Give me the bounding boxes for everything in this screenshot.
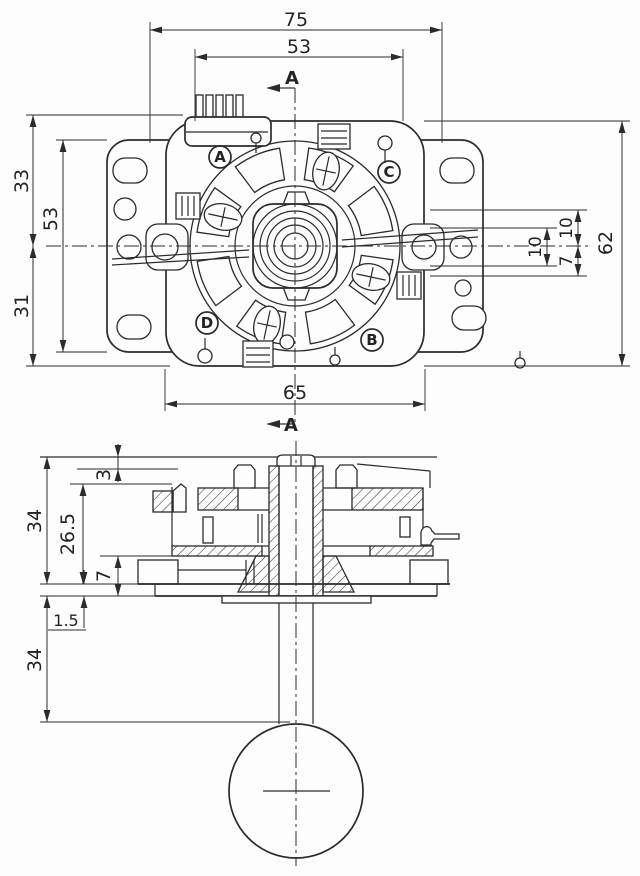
wire-connector [184, 94, 272, 153]
plate-hole [454, 279, 472, 297]
section-line-a: A A [266, 68, 299, 436]
dim-plate-height: 53 [40, 207, 62, 231]
dim-upper-height: 34 [24, 509, 46, 533]
switch-label-d: D [201, 314, 213, 332]
plate-hole [116, 314, 152, 340]
plate-hole [451, 305, 487, 331]
plate-hole [439, 157, 475, 184]
dim-mid-height: 26.5 [57, 513, 79, 555]
section-marker-top: A [285, 68, 299, 89]
side-bosses [145, 223, 445, 271]
spring-arms [111, 229, 479, 266]
top-view: A C D B 75 53 33 31 5 [11, 9, 630, 436]
switch-plunger-bottom [242, 340, 274, 368]
switch-plunger-right [396, 271, 422, 300]
switch-label-b: B [366, 331, 377, 349]
switch-label-c: C [383, 163, 394, 181]
dim-body-height: 62 [595, 231, 617, 255]
dim-top-clearance: 3 [93, 469, 115, 481]
plate-hole [112, 157, 148, 184]
section-arrow-top [266, 84, 280, 92]
switch-plunger-left [175, 192, 201, 220]
section-view: 34 3 26.5 7 1.5 34 [24, 441, 460, 866]
section-arrow-bottom [266, 420, 280, 428]
dim-connector-width: 53 [287, 36, 311, 58]
switch-label-a: A [214, 148, 226, 166]
section-view-dimensions: 34 3 26.5 7 1.5 34 [24, 444, 290, 723]
switch-lever [420, 525, 460, 546]
switch-plunger-top [317, 123, 351, 150]
switch-housing-section [152, 463, 460, 557]
plate-hole [116, 234, 142, 260]
dim-slot-upper: 10 [557, 217, 577, 239]
dim-shaft-length: 34 [24, 648, 46, 672]
top-view-dimensions: 75 53 33 31 53 62 10 [11, 9, 630, 411]
dim-slot-lower: 7 [557, 256, 577, 267]
mounting-plate-section [137, 559, 450, 604]
locating-pins [197, 135, 526, 369]
dim-plate-thickness: 1.5 [53, 611, 78, 630]
plate-hole [113, 197, 137, 221]
dim-upper-offset: 33 [11, 169, 33, 193]
section-marker-bottom: A [284, 415, 298, 436]
dim-slot-inner: 10 [526, 236, 546, 258]
dim-lower-offset: 31 [11, 294, 33, 318]
dim-plate-offset: 7 [93, 570, 115, 582]
plate-hole [449, 235, 473, 259]
dim-overall-width: 75 [284, 9, 308, 31]
switch-labels: A C D B [195, 145, 401, 352]
screw-bosses [203, 151, 391, 345]
